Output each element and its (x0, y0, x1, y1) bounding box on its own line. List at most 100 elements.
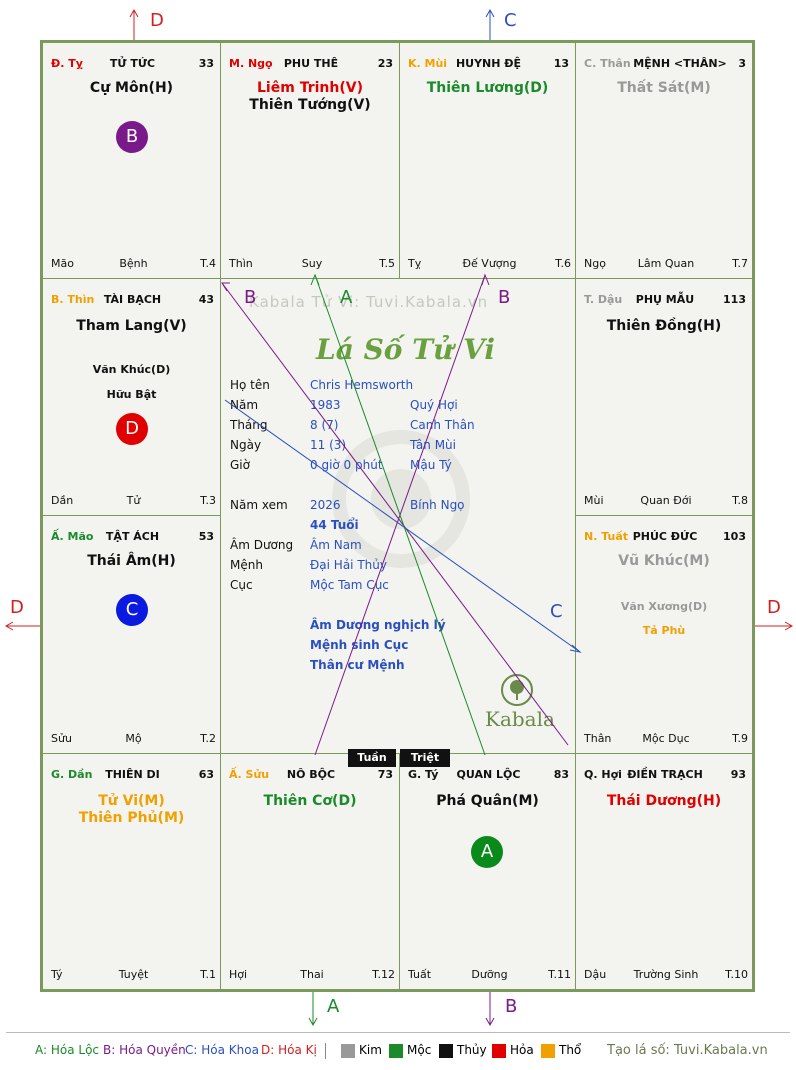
legend-hoa-khoa: C: Hóa Khoa (185, 1043, 259, 1057)
info-value: Đại Hải Thủy (310, 558, 387, 572)
legend-tho: Thổ (559, 1043, 582, 1057)
main-star: Tử Vi(M) (98, 793, 165, 809)
line-label-b-left: B (244, 287, 257, 308)
info-value-can-chi: Canh Thân (410, 418, 475, 432)
palace-can: G. Dần (51, 768, 93, 781)
palace-can: T. Dậu (584, 293, 623, 306)
line-label-c: C (550, 601, 563, 622)
info-value: 2026 (310, 498, 341, 512)
main-star: Thiên Lương(D) (426, 80, 549, 96)
direction-label-left: D (10, 597, 24, 618)
palace-number: 33 (198, 57, 214, 70)
palace-branch: Sửu (51, 732, 72, 745)
legend-hoa-loc: A: Hóa Lộc (35, 1043, 100, 1057)
palace-tag: T.12 (372, 968, 395, 981)
palace-tag: T.3 (200, 494, 216, 507)
palace-name: HUYNH ĐỆ (455, 57, 522, 70)
direction-label-right: D (767, 597, 781, 618)
palace-branch: Dần (51, 494, 74, 507)
info-label: Tháng (230, 418, 268, 432)
line-label-a: A (340, 287, 353, 308)
main-star: Phá Quân(M) (436, 793, 539, 809)
palace-stage: Trường Sinh (633, 968, 699, 981)
main-star: Thiên Đồng(H) (606, 318, 722, 334)
site-credit-link[interactable]: Tạo lá số: Tuvi.Kabala.vn (607, 1043, 768, 1058)
main-star: Thiên Cơ(D) (263, 793, 357, 809)
hoa-khoa-badge: C (116, 594, 148, 626)
palace-stage: Mộc Dục (642, 732, 690, 745)
palace-can: B. Thìn (51, 293, 95, 306)
triet-marker: Triệt (400, 749, 450, 767)
palace-tag: T.10 (725, 968, 748, 981)
legend-kim: Kim (359, 1043, 382, 1057)
palace-branch: Mùi (584, 494, 604, 507)
palace-number: 43 (198, 293, 214, 306)
palace-number: 103 (723, 530, 746, 543)
main-star: Thái Âm(H) (87, 553, 176, 569)
palace-tag: T.11 (548, 968, 571, 981)
palace-branch: Hợi (229, 968, 248, 981)
palace-tag: T.7 (732, 257, 748, 270)
main-star: Tham Lang(V) (76, 318, 187, 334)
palace-name: PHÚC ĐỨC (632, 530, 698, 543)
info-value: Âm Nam (310, 538, 362, 552)
palace-stage: Đế Vượng (462, 257, 517, 270)
palace-stage: Bệnh (119, 257, 148, 270)
palace-name: NÔ BỘC (286, 768, 336, 781)
note-line: Mệnh sinh Cục (310, 638, 409, 652)
palace-number: 53 (198, 530, 214, 543)
legend-hoa: Hỏa (510, 1043, 534, 1057)
palace-can: M. Ngọ (229, 57, 273, 70)
swatch-tho (541, 1044, 555, 1058)
watermark-text: Kabala Tử Vi: Tuvi.Kabala.vn (249, 293, 489, 311)
note-line: Thân cư Mệnh (310, 658, 405, 672)
kabala-logo-text: Kabala (485, 707, 555, 731)
info-value: 0 giờ 0 phút (310, 458, 383, 472)
legend-hoa-quyen: B: Hóa Quyền (103, 1043, 186, 1057)
aux-star: Văn Xương(D) (620, 600, 708, 613)
palace-name: PHỤ MẪU (635, 293, 695, 306)
swatch-hoa (492, 1044, 506, 1058)
palace-stage: Suy (301, 257, 323, 270)
palace-stage: Quan Đới (640, 494, 692, 507)
legend-separator (325, 1043, 326, 1059)
palace-number: 113 (723, 293, 746, 306)
palace-stage: Dưỡng (471, 968, 508, 981)
palace-can: Đ. Tỵ (51, 57, 83, 70)
main-star: Thiên Tướng(V) (249, 97, 371, 113)
note-line: Âm Dương nghịch lý (310, 618, 446, 632)
aux-star: Hữu Bật (106, 388, 157, 401)
palace-stage: Tuyệt (118, 968, 149, 981)
palace-name: TỬ TỨC (109, 57, 156, 70)
direction-label-top-left: D (150, 10, 164, 31)
palace-name: TẬT ÁCH (105, 530, 160, 543)
main-star: Thất Sát(M) (617, 80, 711, 96)
main-star: Cự Môn(H) (89, 80, 174, 96)
palace-tag: T.1 (200, 968, 216, 981)
hoa-quyen-badge: B (116, 121, 148, 153)
palace-name: TÀI BẠCH (103, 293, 162, 306)
palace-branch: Thân (584, 732, 612, 745)
info-label: Họ tên (230, 378, 270, 392)
palace-stage: Lâm Quan (637, 257, 695, 270)
main-star: Thiên Phủ(M) (78, 810, 185, 826)
palace-can: C. Thân (584, 57, 631, 70)
palace-number: 83 (553, 768, 569, 781)
palace-branch: Ngọ (584, 257, 606, 270)
palace-can: Ấ. Sửu (229, 768, 270, 781)
info-value-can-chi: Bính Ngọ (410, 498, 465, 512)
palace-branch: Dậu (584, 968, 607, 981)
palace-stage: Tử (126, 494, 141, 507)
info-value-can-chi: Mậu Tý (410, 458, 452, 472)
